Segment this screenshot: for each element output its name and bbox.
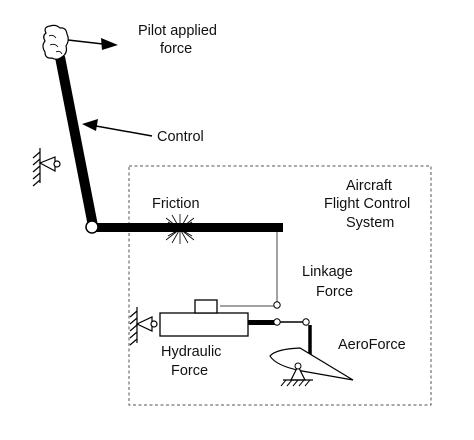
system-boundary <box>128 165 432 406</box>
system-label-line2: Flight Control <box>324 196 410 212</box>
pilot-hand-grip <box>42 24 69 60</box>
system-label-line1: Aircraft <box>346 178 392 194</box>
friction-burst <box>163 214 197 244</box>
control-surface <box>269 325 354 387</box>
control-stick <box>55 56 98 227</box>
system-label-line3: System <box>346 215 394 231</box>
hydraulic-label-line2: Force <box>171 363 208 379</box>
stick-bar-joint <box>85 220 99 234</box>
control-label: Control <box>157 129 204 145</box>
linkage-label-line1: Linkage <box>302 264 353 280</box>
linkage-label-line2: Force <box>316 284 353 300</box>
linkage-rod <box>220 232 281 309</box>
stick-pivot-ground <box>32 148 61 187</box>
hydraulic-label-line1: Hydraulic <box>161 344 221 360</box>
aeroforce-label: AeroForce <box>338 337 406 353</box>
hydraulic-actuator <box>129 299 310 346</box>
pilot-force-label-line2: force <box>160 41 192 57</box>
horizontal-control-rod <box>93 223 283 232</box>
control-arrow <box>82 119 153 137</box>
grip-detail <box>48 34 63 55</box>
friction-label: Friction <box>152 196 200 212</box>
pilot-force-label-line1: Pilot applied <box>138 23 217 39</box>
pilot-force-arrow <box>67 38 118 50</box>
